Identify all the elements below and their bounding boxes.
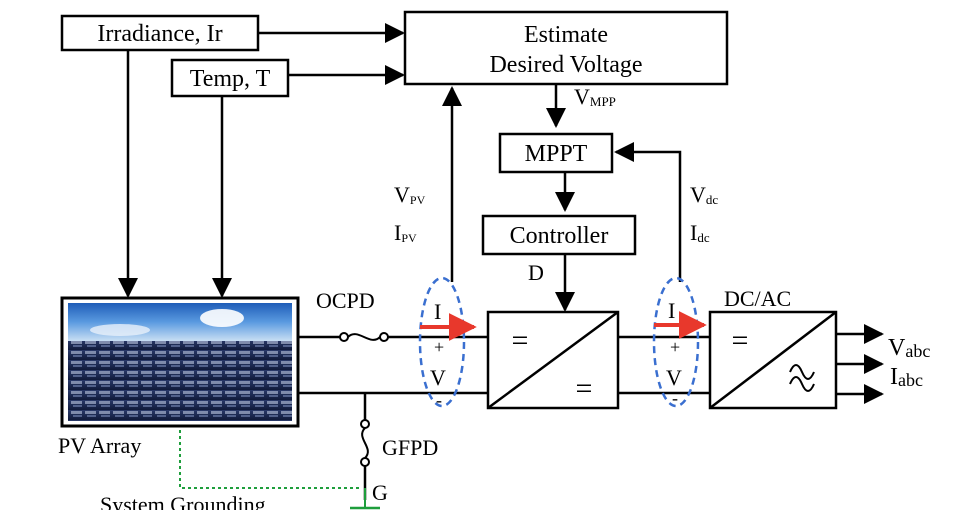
- pv-minus-sign: -: [436, 390, 442, 410]
- vmpp-label: VMPP: [574, 84, 616, 109]
- duty-label: D: [528, 260, 544, 285]
- estimate-label-line1: Estimate: [524, 22, 608, 48]
- dcac-label: DC/AC: [724, 286, 791, 311]
- dcdc-converter: = =: [486, 310, 620, 410]
- dc-minus-sign: -: [672, 388, 678, 408]
- pv-array-label: PV Array: [58, 433, 141, 458]
- irradiance-label: Irradiance, Ir: [97, 21, 222, 47]
- dcdc-output-symbol: =: [576, 372, 593, 405]
- dc-sensor-ellipse: [652, 276, 700, 408]
- controller-block: Controller: [481, 214, 637, 256]
- grounding-dotted-wire: [179, 430, 362, 489]
- dc-plus-sign: +: [670, 337, 680, 357]
- dcdc-input-symbol: =: [512, 324, 529, 357]
- temp-label: Temp, T: [190, 66, 271, 92]
- dc-current-label: I: [668, 298, 675, 323]
- irradiance-box: Irradiance, Ir: [60, 14, 260, 52]
- ac-wave-icon: [789, 364, 815, 392]
- ocpd-label: OCPD: [316, 288, 375, 313]
- mppt-block: MPPT: [498, 132, 614, 174]
- estimate-label-line2: Desired Voltage: [489, 52, 642, 78]
- ocpd-fuse: [298, 332, 488, 342]
- ipv-label: IPV: [394, 220, 417, 245]
- vabc-label: Vabc: [888, 335, 930, 361]
- dc-voltage-label: V: [666, 365, 682, 390]
- pv-sensor-ellipse: [418, 276, 466, 408]
- gfpd-label: GFPD: [382, 435, 438, 460]
- system-grounding-label: System Grounding: [100, 492, 266, 510]
- pv-array: [60, 296, 300, 428]
- pv-voltage-label: V: [430, 365, 446, 390]
- idc-label: Idc: [690, 220, 710, 245]
- ground-label: G: [372, 480, 388, 505]
- pv-current-label: I: [434, 299, 441, 324]
- gfpd-fuse: [360, 393, 370, 500]
- iabc-label: Iabc: [890, 364, 923, 390]
- controller-label: Controller: [510, 223, 609, 249]
- temp-box: Temp, T: [170, 58, 290, 98]
- dcac-input-symbol: =: [732, 324, 749, 357]
- vdc-feedback-arrow: [614, 142, 682, 282]
- dcac-inverter: =: [708, 310, 838, 410]
- vdc-label: Vdc: [690, 182, 718, 207]
- vpv-label: VPV: [394, 182, 426, 207]
- estimate-voltage-block: Estimate Desired Voltage: [403, 10, 729, 86]
- ground-symbol: [350, 488, 380, 510]
- pv-plus-sign: +: [434, 337, 444, 357]
- mppt-label: MPPT: [525, 141, 588, 167]
